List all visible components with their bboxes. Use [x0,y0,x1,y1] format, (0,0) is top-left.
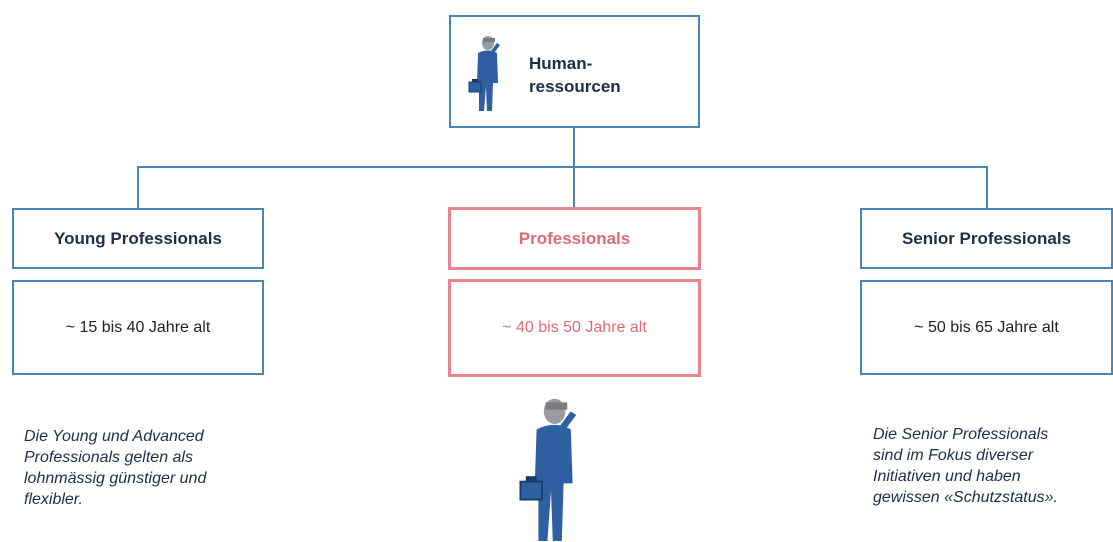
note-senior-line: Initiativen und haben [873,468,1021,485]
note-young: Die Young und Advanced Professionals gel… [24,426,206,510]
note-senior-line: Die Senior Professionals [873,426,1049,443]
connector-left-down [137,166,139,209]
note-young-line: Die Young und Advanced [24,428,204,445]
note-senior: Die Senior Professionals sind im Fokus d… [873,424,1058,508]
connector-center-down [573,166,575,209]
connector-root-down [573,127,575,168]
note-young-line: flexibler. [24,491,83,508]
businessman-icon [468,36,500,111]
businessman-icon [519,398,577,541]
root-label-line1: Human- [529,54,593,73]
root-label: Human- ressourcen [529,52,621,98]
group-title-professionals: Professionals [448,207,701,270]
connector-right-down [986,166,988,209]
group-title-senior: Senior Professionals [860,208,1113,269]
group-age-professionals: ~ 40 bis 50 Jahre alt [448,279,701,377]
note-senior-line: sind im Fokus diverser [873,447,1034,464]
note-young-line: Professionals gelten als [24,449,193,466]
note-senior-line: gewissen «Schutzstatus». [873,489,1058,506]
group-age-senior: ~ 50 bis 65 Jahre alt [860,280,1113,375]
note-young-line: lohnmässig günstiger und [24,470,207,487]
group-age-young: ~ 15 bis 40 Jahre alt [12,280,264,375]
group-title-young: Young Professionals [12,208,264,269]
root-label-line2: ressourcen [529,77,621,96]
connector-horizontal [137,166,988,168]
